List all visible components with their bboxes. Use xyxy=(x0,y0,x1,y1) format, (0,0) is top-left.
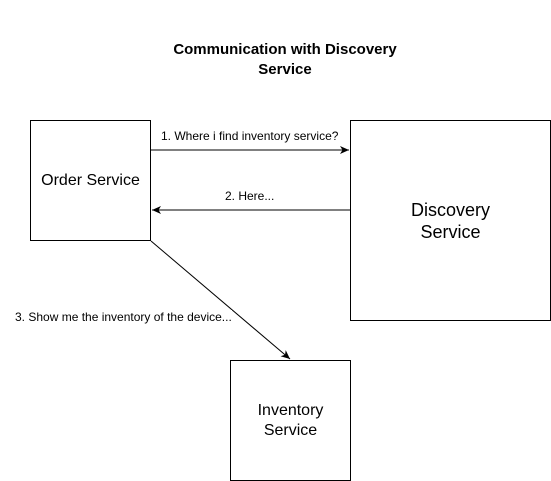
edge-label-2: 2. Here... xyxy=(225,189,275,203)
order-service-node[interactable]: Order Service xyxy=(30,120,151,241)
edge-label-1: 1. Where i find inventory service? xyxy=(161,129,339,143)
inventory-service-label: Inventory Service xyxy=(257,401,324,439)
inventory-service-node[interactable]: Inventory Service xyxy=(230,360,351,481)
arrow-order-to-inventory xyxy=(150,240,291,360)
discovery-service-node[interactable]: Discovery Service xyxy=(350,120,551,321)
diagram-title: Communication with Discovery Service xyxy=(173,41,397,78)
discovery-service-label: Discovery Service xyxy=(410,199,490,242)
order-service-label: Order Service xyxy=(41,171,140,189)
edge-label-3: 3. Show me the inventory of the device..… xyxy=(15,310,232,324)
